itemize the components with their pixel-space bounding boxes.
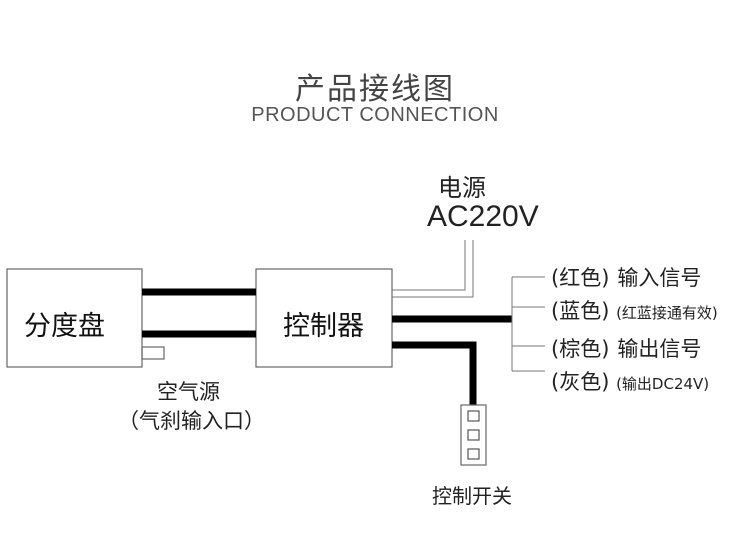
air-source-note: （气刹输入口） xyxy=(118,409,265,433)
power-label: 电源 xyxy=(438,174,486,202)
wire-function: 输出信号 xyxy=(617,337,702,361)
wire-fanout xyxy=(511,276,545,372)
wire-note: (输出DC24V) xyxy=(616,375,710,393)
wire-color: (棕色) xyxy=(551,337,610,361)
indexer-box xyxy=(6,268,143,368)
air-source-port xyxy=(141,346,165,360)
indexer-label: 分度盘 xyxy=(24,311,105,342)
wire-legend-blue: (蓝色) (红蓝接通有效) xyxy=(551,295,718,325)
wire-color: (蓝色) xyxy=(551,299,610,323)
controller-label: 控制器 xyxy=(283,311,364,342)
page-subtitle: PRODUCT CONNECTION xyxy=(251,104,499,126)
control-switch-label: 控制开关 xyxy=(432,484,512,508)
air-source-label: 空气源 xyxy=(157,380,220,404)
wire-color: (红色) xyxy=(551,266,610,290)
control-switch xyxy=(460,404,487,466)
wire-color: (灰色) xyxy=(551,370,610,394)
wire-legend-red: (红色) 输入信号 xyxy=(551,262,701,292)
switch-cable xyxy=(392,341,477,405)
wire-note: (红蓝接通有效) xyxy=(616,304,718,322)
wire-function: 输入信号 xyxy=(617,266,702,290)
wire-legend-brown: (棕色) 输出信号 xyxy=(551,333,701,363)
power-cable xyxy=(392,240,474,298)
wire-legend-gray: (灰色) (输出DC24V) xyxy=(551,366,709,396)
power-voltage: AC220V xyxy=(427,200,539,233)
page-title: 产品接线图 xyxy=(295,72,455,107)
